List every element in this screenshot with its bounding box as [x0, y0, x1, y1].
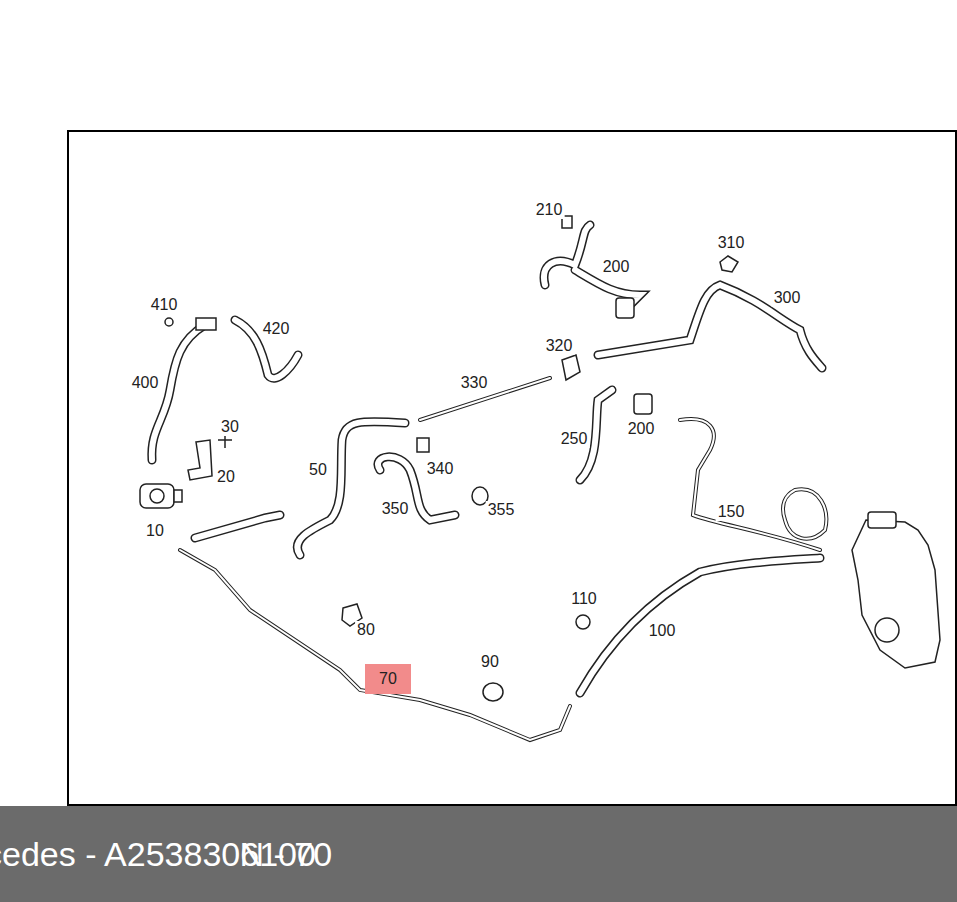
hose-outline	[378, 457, 455, 520]
callout-number: 20	[215, 468, 237, 486]
hose-fill	[598, 285, 822, 368]
valve	[634, 394, 652, 414]
callout-number: 350	[380, 500, 411, 518]
hose-outline	[598, 285, 822, 368]
bracket	[188, 440, 212, 480]
clip	[576, 615, 590, 629]
callout-number: 250	[559, 430, 590, 448]
hose-outline	[152, 325, 205, 460]
frame	[68, 131, 956, 805]
callout-number: 340	[425, 460, 456, 478]
hose-fill	[580, 558, 820, 693]
callout-number: 50	[307, 461, 329, 479]
callout-number: 200	[601, 258, 632, 276]
hose-fill	[235, 320, 298, 378]
callout-number: 410	[149, 296, 180, 314]
line-fill	[180, 550, 570, 740]
hose-fill	[297, 422, 405, 555]
hose-fill	[152, 325, 205, 460]
callout-number: 420	[261, 320, 292, 338]
grommet	[483, 683, 503, 701]
footer-band: mercedes - A2538306100N - 70	[0, 806, 957, 902]
part-caption: N - 70	[240, 835, 333, 874]
callout-number: 300	[772, 289, 803, 307]
line-fill	[783, 489, 826, 538]
clip	[417, 438, 429, 452]
hose-fill	[195, 515, 280, 538]
screw	[218, 436, 232, 448]
line-outline	[180, 550, 570, 740]
callout-number: 100	[647, 622, 678, 640]
callout-number: 90	[479, 653, 501, 671]
callout-number: 110	[569, 590, 599, 608]
callout-number: 150	[716, 503, 747, 521]
pump-hub	[150, 489, 164, 503]
hose-fill	[378, 457, 455, 520]
callout-number: 70	[379, 670, 397, 688]
hose-outline	[297, 422, 405, 555]
small-parts	[140, 216, 940, 701]
line-outline	[783, 489, 826, 538]
callout-number: 30	[219, 418, 241, 436]
callout-number: 200	[626, 420, 657, 438]
line-outline	[680, 419, 820, 550]
callout-number: 210	[534, 201, 565, 219]
expansion-tank	[852, 520, 940, 668]
tank-sensor	[875, 618, 899, 642]
callout-number: 330	[459, 374, 490, 392]
hose-outline	[580, 558, 820, 693]
callout-number: 310	[716, 234, 747, 252]
screw	[165, 318, 173, 326]
hose-group	[152, 225, 826, 740]
grommet	[562, 355, 580, 380]
callout-number: 400	[130, 374, 161, 392]
callout-number: 80	[355, 621, 377, 639]
pump-port	[174, 490, 182, 502]
callout-number: 320	[544, 337, 575, 355]
callout-number: 355	[486, 501, 517, 519]
highlight-box: 70	[365, 664, 411, 694]
clip	[720, 256, 738, 272]
callout-number: 10	[144, 522, 166, 540]
hose-outline	[235, 320, 298, 378]
hose-outline	[195, 515, 280, 538]
line-fill	[680, 419, 820, 550]
connector	[196, 318, 216, 330]
valve	[616, 298, 634, 318]
pump	[140, 484, 174, 508]
tank-cap	[868, 512, 896, 528]
